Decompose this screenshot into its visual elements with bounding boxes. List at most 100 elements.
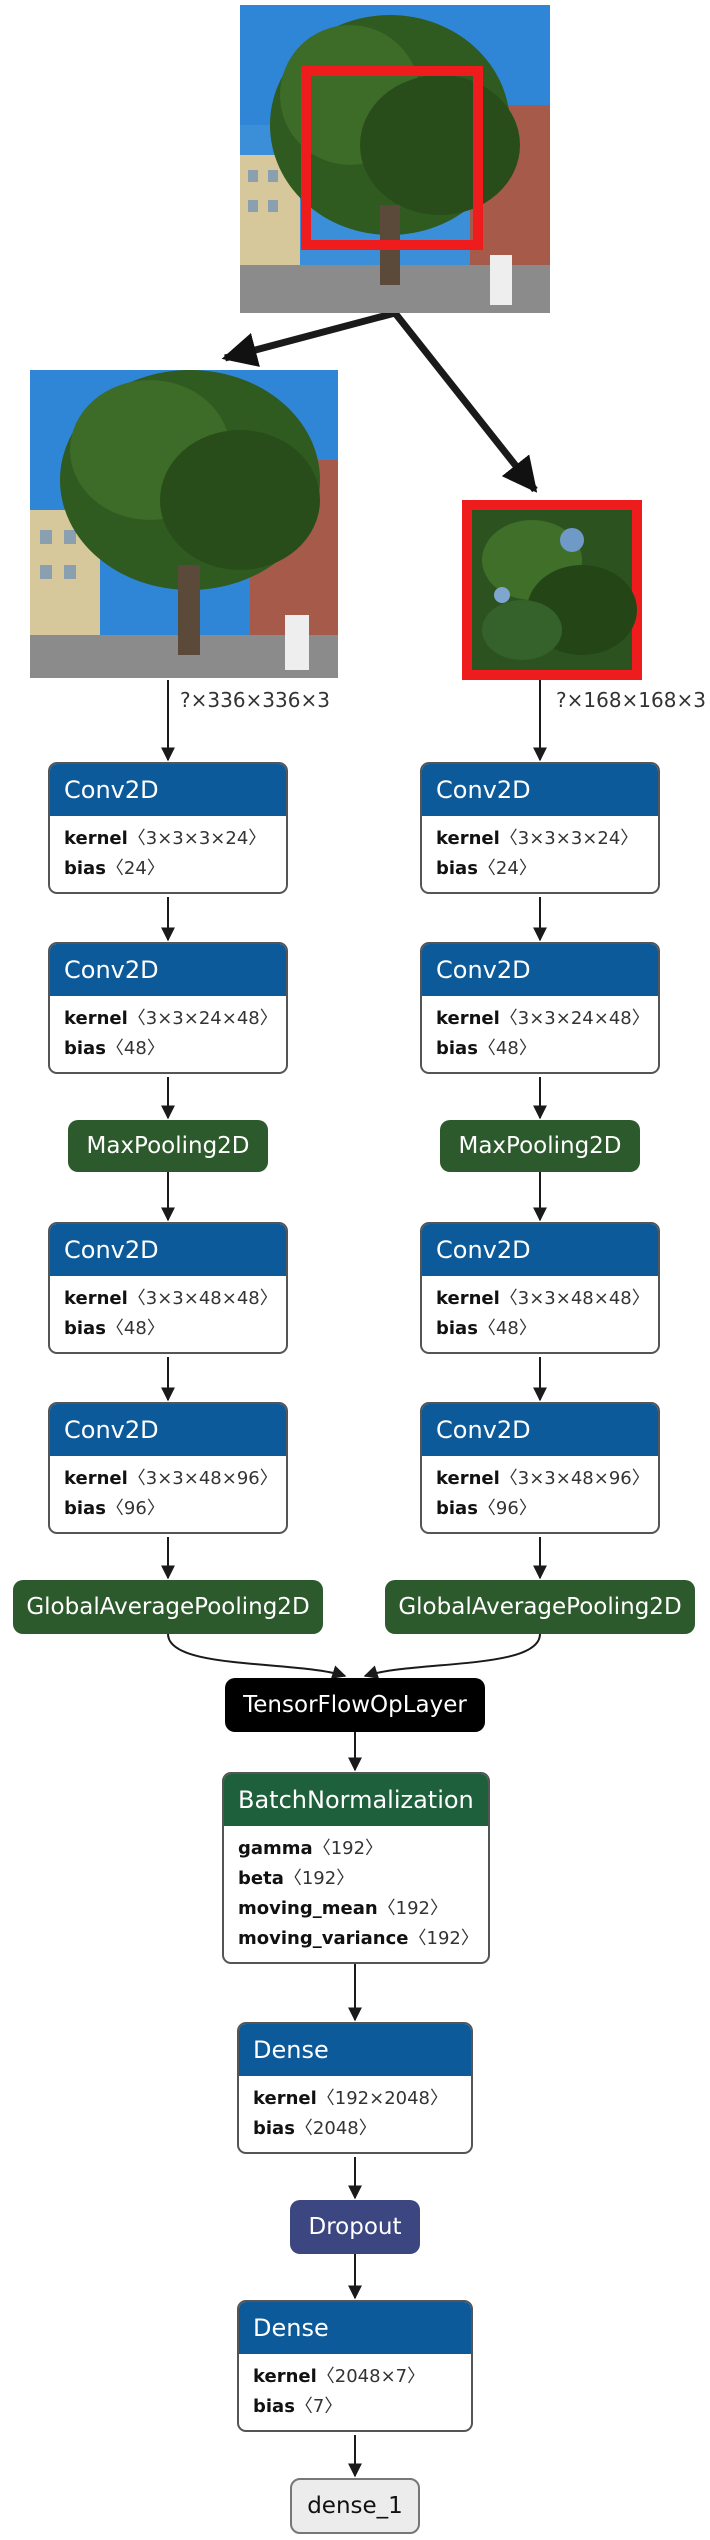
edge-gap-right-to-merge: [363, 1633, 541, 1679]
param-row: kernel〈3×3×48×48〉: [436, 1284, 650, 1314]
input-shape-right: ?×168×168×3: [556, 688, 706, 712]
layer-title: BatchNormalization: [224, 1774, 488, 1826]
layer-title: Dense: [239, 2302, 471, 2354]
street-tree-image-full: [30, 370, 338, 678]
param-row: moving_variance〈192〉: [238, 1924, 479, 1954]
param-value: 〈3×3×24×48〉: [499, 1008, 650, 1029]
param-row: bias〈2048〉: [253, 2114, 457, 2144]
dropout-node[interactable]: Dropout: [290, 2200, 420, 2254]
layer-title: Conv2D: [50, 1224, 286, 1276]
param-value: 〈2048〉: [294, 2118, 377, 2139]
param-name: kernel: [436, 828, 500, 849]
param-value: 〈192×2048〉: [316, 2088, 449, 2109]
tree-crop-image: [462, 500, 642, 680]
param-name: kernel: [64, 1468, 128, 1489]
param-row: bias〈48〉: [64, 1034, 272, 1064]
param-value: 〈3×3×24×48〉: [127, 1008, 278, 1029]
input-shape-left: ?×336×336×3: [180, 688, 330, 712]
param-name: bias: [436, 1318, 478, 1339]
maxpooling-node-left[interactable]: MaxPooling2D: [68, 1120, 268, 1172]
param-row: bias〈7〉: [253, 2392, 457, 2422]
output-node[interactable]: dense_1: [290, 2478, 420, 2534]
param-row: bias〈48〉: [436, 1034, 644, 1064]
layer-title: Conv2D: [422, 944, 658, 996]
layer-params: kernel〈3×3×3×24〉bias〈24〉: [422, 816, 658, 892]
cropped-image-input: [462, 500, 642, 680]
param-value: 〈24〉: [477, 858, 537, 879]
layer-params: kernel〈3×3×24×48〉bias〈48〉: [422, 996, 658, 1072]
edge-source-to-crop: [392, 310, 538, 493]
param-name: moving_variance: [238, 1928, 409, 1949]
param-value: 〈48〉: [105, 1318, 165, 1339]
param-name: bias: [253, 2118, 295, 2139]
layer-params: kernel〈2048×7〉bias〈7〉: [239, 2354, 471, 2430]
param-name: beta: [238, 1868, 284, 1889]
dense-node-1[interactable]: Dense kernel〈192×2048〉 bias〈2048〉: [237, 2022, 473, 2154]
param-name: bias: [436, 1498, 478, 1519]
param-name: kernel: [64, 1008, 128, 1029]
layer-title: Conv2D: [422, 1404, 658, 1456]
param-value: 〈3×3×48×48〉: [127, 1288, 278, 1309]
param-value: 〈3×3×48×96〉: [127, 1468, 278, 1489]
param-row: bias〈24〉: [64, 854, 272, 884]
param-value: 〈2048×7〉: [316, 2366, 426, 2387]
param-value: 〈3×3×48×96〉: [499, 1468, 650, 1489]
param-name: kernel: [253, 2088, 317, 2109]
layer-params: kernel〈3×3×3×24〉bias〈24〉: [50, 816, 286, 892]
param-name: bias: [436, 1038, 478, 1059]
param-row: bias〈24〉: [436, 854, 644, 884]
param-row: kernel〈3×3×24×48〉: [436, 1004, 650, 1034]
gap-node-left[interactable]: GlobalAveragePooling2D: [13, 1580, 323, 1634]
layer-params: kernel〈3×3×48×48〉 bias〈48〉: [422, 1276, 658, 1352]
param-row: kernel〈3×3×3×24〉: [436, 824, 644, 854]
edge-source-to-full: [221, 309, 396, 367]
maxpooling-node-right[interactable]: MaxPooling2D: [440, 1120, 640, 1172]
param-row: kernel〈3×3×24×48〉: [64, 1004, 278, 1034]
param-name: bias: [64, 1498, 106, 1519]
edge-gap-left-to-merge: [167, 1633, 347, 1679]
layer-title: Conv2D: [50, 764, 286, 816]
param-row: kernel〈3×3×48×96〉: [64, 1464, 278, 1494]
param-name: moving_mean: [238, 1898, 378, 1919]
layer-title: Dense: [239, 2024, 471, 2076]
param-name: bias: [253, 2396, 295, 2417]
param-value: 〈48〉: [477, 1318, 537, 1339]
layer-title: Conv2D: [422, 764, 658, 816]
param-name: bias: [436, 858, 478, 879]
param-value: 〈96〉: [477, 1498, 537, 1519]
layer-params: kernel〈3×3×48×96〉bias〈96〉: [50, 1456, 286, 1532]
param-name: kernel: [64, 1288, 128, 1309]
layer-params: kernel〈3×3×48×48〉bias〈48〉: [50, 1276, 286, 1352]
param-row: kernel〈3×3×48×96〉: [436, 1464, 650, 1494]
param-name: gamma: [238, 1838, 313, 1859]
param-name: kernel: [436, 1288, 500, 1309]
param-row: moving_mean〈192〉: [238, 1894, 474, 1924]
param-value: 〈3×3×3×24〉: [127, 828, 267, 849]
param-row: beta〈192〉: [238, 1864, 474, 1894]
param-value: 〈192〉: [408, 1928, 479, 1949]
crop-region-box: [301, 66, 483, 250]
full-image-input: [30, 370, 338, 678]
param-value: 〈7〉: [294, 2396, 343, 2417]
gap-node-right[interactable]: GlobalAveragePooling2D: [385, 1580, 695, 1634]
param-row: kernel〈2048×7〉: [253, 2362, 457, 2392]
layer-params: kernel〈3×3×48×96〉bias〈96〉: [422, 1456, 658, 1532]
tensorflow-op-node[interactable]: TensorFlowOpLayer: [225, 1678, 485, 1732]
param-row: bias〈96〉: [436, 1494, 644, 1524]
param-value: 〈48〉: [477, 1038, 537, 1059]
param-value: 〈192〉: [312, 1838, 384, 1859]
param-row: kernel〈3×3×48×48〉: [64, 1284, 278, 1314]
param-value: 〈3×3×3×24〉: [499, 828, 639, 849]
param-row: gamma〈192〉: [238, 1834, 474, 1864]
